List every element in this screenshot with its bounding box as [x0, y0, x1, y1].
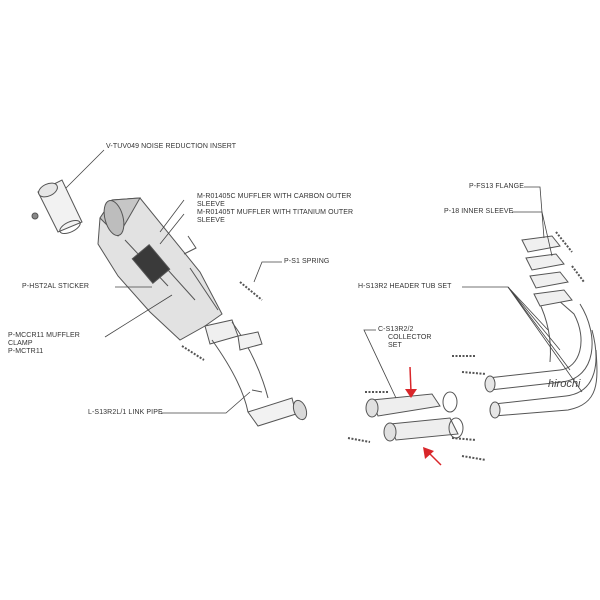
- label-clamp-3: P-MCTR11: [8, 348, 44, 355]
- springs: [181, 231, 585, 461]
- leader-lines: [65, 149, 583, 414]
- label-sticker: P-HST2AL STICKER: [22, 283, 90, 290]
- red-arrows: [405, 366, 442, 466]
- label-noise-insert: V-TUV049 NOISE REDUCTION INSERT: [106, 143, 237, 150]
- collector-part: [365, 391, 464, 442]
- header-part: [484, 235, 598, 419]
- label-muffler-titanium-2: SLEEVE: [197, 217, 225, 224]
- label-link-pipe: L-S13R2L/1 LINK PIPE: [88, 409, 163, 416]
- label-clamp-1: P-MCCR11 MUFFLER: [8, 332, 80, 339]
- muffler-part: [97, 197, 239, 345]
- label-muffler-carbon: M-R01405C MUFFLER WITH CARBON OUTER: [197, 193, 352, 200]
- label-clamp-2: CLAMP: [8, 340, 33, 347]
- watermark: hirochi: [548, 378, 581, 390]
- sticker-plate: [131, 243, 171, 285]
- label-collector-3: SET: [388, 342, 402, 349]
- noise-insert-part: [31, 179, 83, 234]
- label-muffler-carbon-2: SLEEVE: [197, 201, 225, 208]
- link-pipe-part: [211, 321, 308, 427]
- label-collector-2: COLLECTOR: [388, 334, 432, 341]
- label-flange: P-FS13 FLANGE: [469, 183, 524, 190]
- label-collector-1: C-S13R2/2: [378, 326, 414, 333]
- label-inner-sleeve: P-18 INNER SLEEVE: [444, 208, 514, 215]
- label-spring: P-S1 SPRING: [284, 258, 330, 265]
- label-muffler-titanium: M-R01405T MUFFLER WITH TITANIUM OUTER: [197, 209, 354, 216]
- label-header-set: H-S13R2 HEADER TUB SET: [358, 283, 452, 290]
